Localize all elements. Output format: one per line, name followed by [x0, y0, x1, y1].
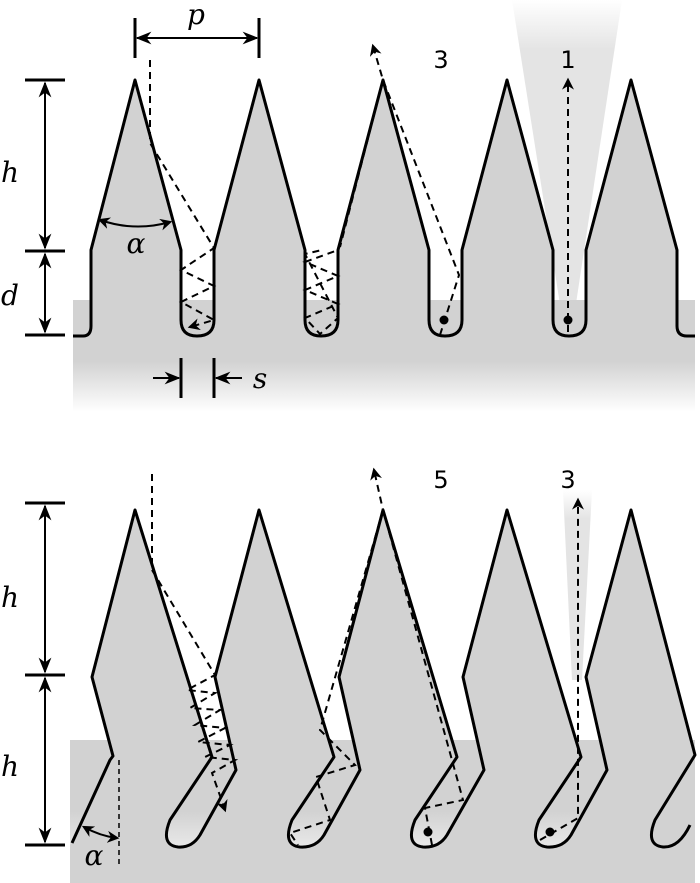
ray-path-slot-2-entry	[339, 79, 384, 248]
ray-path-bottom-slot-1	[151, 474, 239, 813]
slot-width-label: s	[253, 362, 267, 395]
ray-path-bottom-slot-2	[288, 509, 384, 846]
grooved-surface-bottom	[70, 510, 695, 883]
ray-path-slot-2	[302, 79, 384, 336]
source-point-bottom-slot-4	[545, 827, 555, 837]
tilt-angle-arc	[81, 825, 120, 843]
ray-path-slot-3	[369, 43, 461, 336]
height-label: h	[1, 156, 19, 189]
ray-path-bottom-slot-3	[370, 467, 465, 846]
apex-angle-label: α	[127, 227, 146, 260]
top-panel: p h d α s 3 1	[1, 0, 695, 412]
light-beam-1	[512, 0, 622, 330]
grooved-surface-top	[73, 80, 695, 340]
upper-height-label: h	[1, 581, 19, 614]
pitch-label: p	[187, 0, 205, 31]
reflection-count-label-5: 5	[433, 466, 448, 494]
bottom-panel: h h α 5 3	[1, 466, 697, 883]
reflection-count-label-3b: 3	[560, 466, 575, 494]
reflection-count-label-3: 3	[433, 46, 448, 74]
reflection-count-label-1: 1	[560, 46, 575, 74]
depth-label: d	[1, 279, 19, 312]
source-point-slot-4	[563, 315, 573, 325]
lower-height-label: h	[1, 750, 19, 783]
ray-path-slot-1	[149, 60, 217, 331]
apex-angle-arc	[97, 217, 173, 231]
tilt-angle-label: α	[85, 839, 104, 872]
source-point-bottom-slot-3	[423, 827, 433, 837]
source-point-slot-3	[439, 315, 449, 325]
groove-outline-bottom	[70, 508, 697, 849]
